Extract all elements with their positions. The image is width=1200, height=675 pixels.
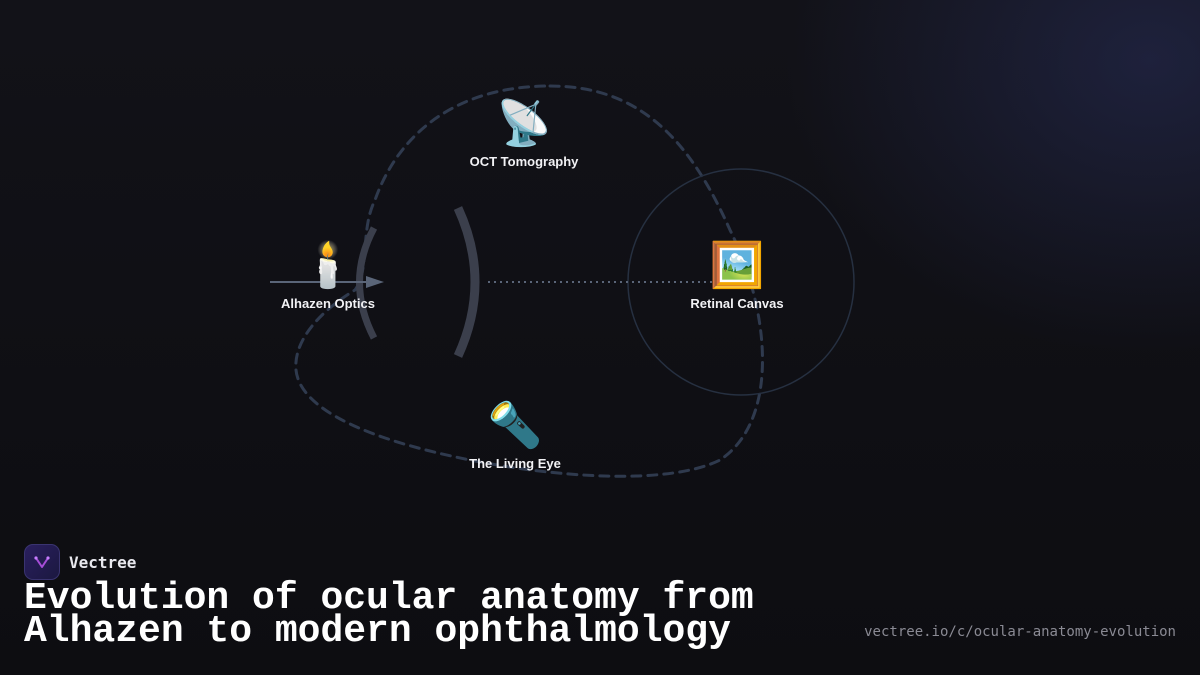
node-label: Retinal Canvas [690,296,784,311]
node-label: The Living Eye [469,456,561,471]
page-title: Evolution of ocular anatomy from Alhazen… [24,577,754,653]
journey-loop-path [294,84,764,478]
node-label: Alhazen Optics [281,296,375,311]
candle-icon: 🕯️ [300,240,356,291]
node-label: OCT Tomography [469,154,579,169]
framed-picture-icon: 🖼️ [709,240,765,291]
brand-name: Vectree [69,552,137,572]
lens-arc-right [453,206,480,358]
node-retinal-canvas[interactable]: 🖼️ Retinal Canvas [690,240,783,311]
node-living-eye[interactable]: 🔦 The Living Eye [469,400,561,471]
page-url[interactable]: vectree.io/c/ocular-anatomy-evolution [864,624,1176,640]
brand[interactable]: Vectree [24,544,136,580]
light-ray-arrow [366,276,384,288]
flashlight-icon: 🔦 [487,400,543,451]
node-alhazen-optics[interactable]: 🕯️ Alhazen Optics [281,240,375,311]
node-oct-tomography[interactable]: 📡 OCT Tomography [470,98,579,169]
satellite-dish-icon: 📡 [496,98,552,149]
vectree-logo-icon [24,544,60,580]
